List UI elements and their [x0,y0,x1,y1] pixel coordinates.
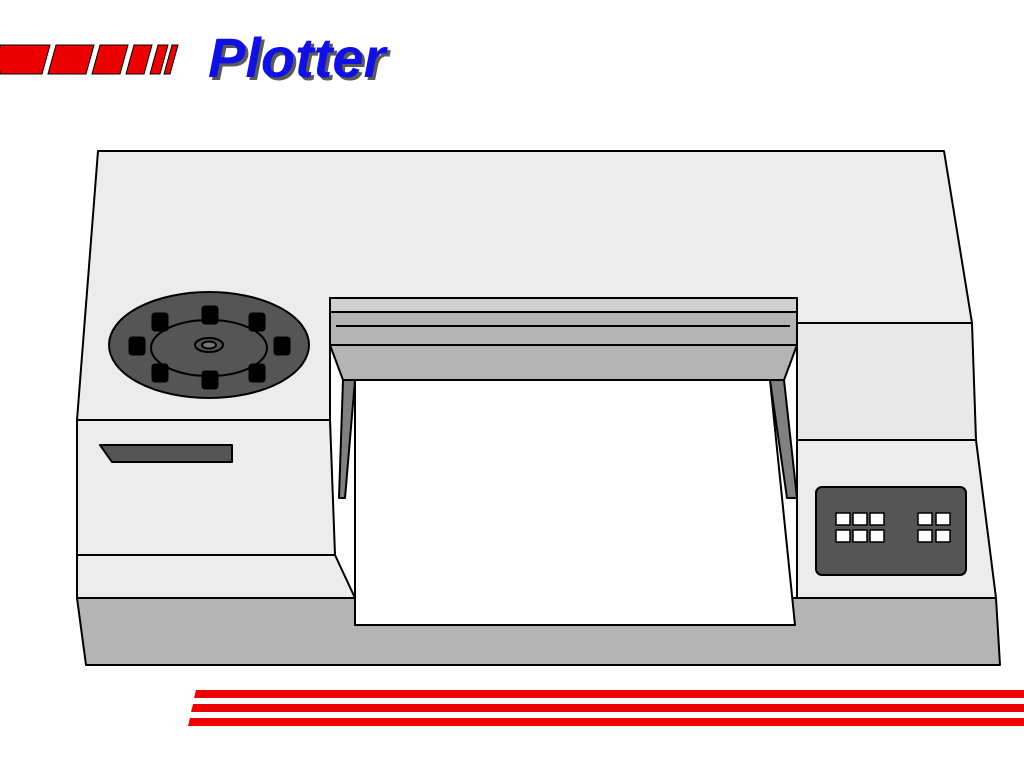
pen-carousel-icon [108,291,310,399]
logo-bars-icon [0,44,179,75]
plotter-cavity-left [338,379,356,499]
plotter-left-deck [76,554,356,599]
logo-bar-5 [149,44,169,75]
logo-bar-6 [163,44,179,75]
decorative-red-lines [188,690,1024,726]
slide-title: Plotter [208,26,386,89]
plotter-right-block [796,322,977,441]
plotter-media-slot [99,444,233,463]
logo-bar-4 [125,44,153,75]
logo-bar-3 [91,44,129,75]
keypad-icon [815,486,967,576]
plotter-paper [354,379,796,626]
plotter-gantry-bar [329,297,798,313]
logo-bar-2 [47,44,95,75]
plotter-left-block [76,419,336,556]
